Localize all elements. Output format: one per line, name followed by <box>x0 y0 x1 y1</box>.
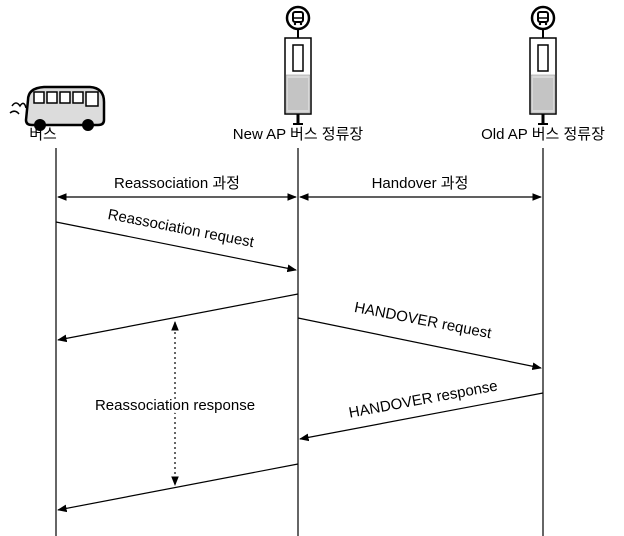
label-handover-response: HANDOVER response <box>347 377 498 421</box>
old-ap-bus-stop-icon <box>530 7 556 124</box>
participant-new-ap: New AP 버스 정류장 <box>233 126 364 143</box>
arrow-reassoc-response-2 <box>58 464 298 510</box>
arrow-reassoc-response-1 <box>58 294 298 340</box>
label-reassoc-request: Reassociation request <box>106 206 256 251</box>
participant-old-ap: Old AP 버스 정류장 <box>481 126 605 143</box>
phase-handover-label: Handover 과정 <box>372 175 469 192</box>
new-ap-bus-stop-icon <box>285 7 311 124</box>
participant-bus: 버스 <box>29 126 57 143</box>
label-handover-request: HANDOVER request <box>353 299 494 342</box>
phase-reassociation-label: Reassociation 과정 <box>114 175 240 192</box>
label-reassoc-response: Reassociation response <box>95 397 255 414</box>
bus-icon <box>10 87 104 131</box>
